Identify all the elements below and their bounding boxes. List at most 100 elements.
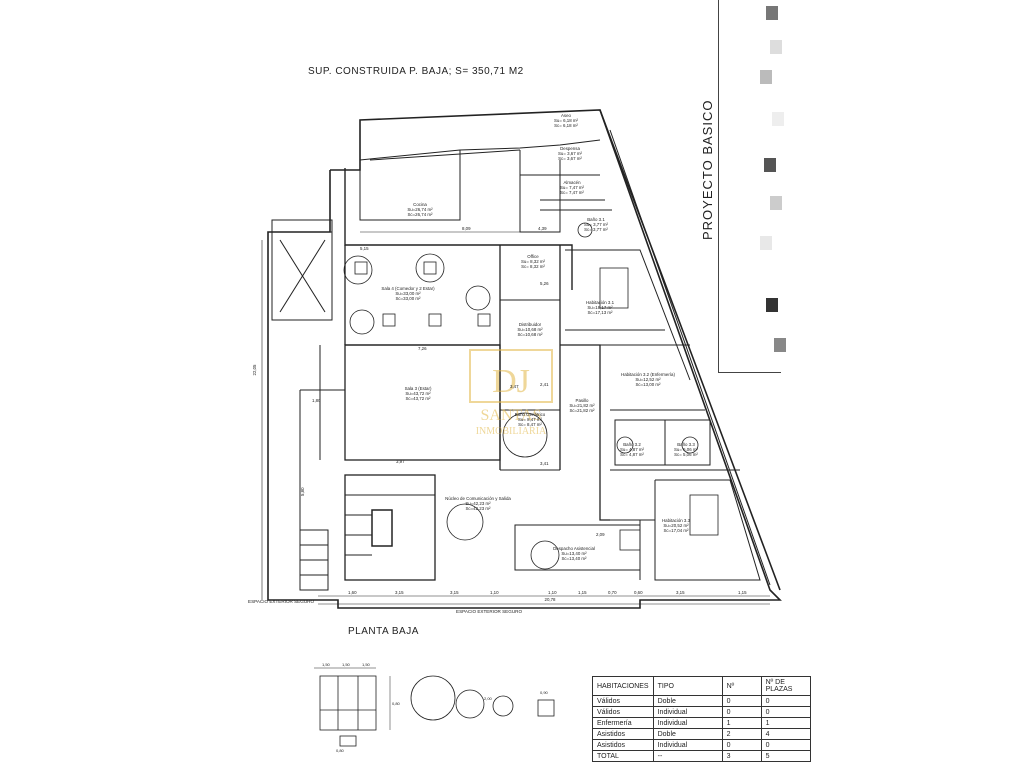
svg-text:Habitación 3.3: Habitación 3.3	[662, 518, 691, 523]
svg-text:Sc=17,13 m²: Sc=17,13 m²	[587, 310, 613, 315]
svg-text:Baño Geriátrico: Baño Geriátrico	[515, 412, 546, 417]
room-habitacion-3-2: Habitación 3.2 (Enfermería)Su=12,52 m²Sc…	[621, 372, 675, 387]
svg-text:Sc= 7,47 m²: Sc= 7,47 m²	[560, 190, 584, 195]
exterior-label-bottom: ESPACIO EXTERIOR SEGURO	[456, 609, 522, 614]
svg-text:5,26: 5,26	[540, 281, 549, 286]
svg-text:Su=20,52 m²: Su=20,52 m²	[663, 523, 689, 528]
dim-total-width: 20,78	[545, 597, 557, 602]
svg-text:1,50: 1,50	[342, 662, 351, 667]
svg-text:Su= 5,06 m²: Su= 5,06 m²	[674, 447, 699, 452]
svg-text:Su=43,72 m²: Su=43,72 m²	[405, 391, 431, 396]
legend-drawings	[314, 667, 555, 747]
svg-text:Office: Office	[527, 254, 539, 259]
svg-text:Su= 3,77 m²: Su= 3,77 m²	[584, 222, 609, 227]
svg-text:3,15: 3,15	[395, 590, 404, 595]
legend-dims: 1,50 1,50 1,50 0,80 0,80 2,00 0,90	[322, 662, 549, 753]
svg-text:1,15: 1,15	[578, 590, 587, 595]
svg-text:1,80: 1,80	[312, 398, 321, 403]
svg-text:Habitación 3.1: Habitación 3.1	[586, 300, 615, 305]
surface-title: SUP. CONSTRUIDA P. BAJA; S= 350,71 M2	[308, 66, 524, 77]
svg-text:0,70: 0,70	[608, 590, 617, 595]
svg-text:Sala 4 (Comedor y 2 Estar): Sala 4 (Comedor y 2 Estar)	[381, 286, 435, 291]
dimensions: 20,78 22,05 1,60 3,15 3,15 1,10 1,10 1,1…	[252, 226, 747, 602]
room-sala-4: Sala 4 (Comedor y 2 Estar)Su=33,00 m²Sc=…	[381, 286, 435, 301]
svg-text:3,97: 3,97	[396, 459, 405, 464]
furniture	[343, 222, 719, 570]
svg-text:2,41: 2,41	[540, 382, 549, 387]
svg-text:3,15: 3,15	[450, 590, 459, 595]
svg-text:Despensa: Despensa	[560, 146, 580, 151]
svg-text:Sc=13,40 m²: Sc=13,40 m²	[561, 556, 587, 561]
svg-text:2,09: 2,09	[596, 532, 605, 537]
svg-text:Sc= 8,47 m²: Sc= 8,47 m²	[518, 422, 542, 427]
svg-text:Sc=43,72 m²: Sc=43,72 m²	[405, 396, 431, 401]
svg-text:0,90: 0,90	[540, 690, 549, 695]
svg-text:Su= 7,47 m²: Su= 7,47 m²	[560, 185, 585, 190]
svg-text:1,50: 1,50	[362, 662, 371, 667]
svg-text:Sc=10,68 m²: Sc=10,68 m²	[517, 332, 543, 337]
svg-text:1,10: 1,10	[490, 590, 499, 595]
svg-text:Su=13,40 m²: Su=13,40 m²	[561, 551, 587, 556]
room-nucleo: Núcleo de Comunicación y SalidaSu=42,23 …	[445, 496, 511, 511]
svg-text:Su=12,52 m²: Su=12,52 m²	[635, 377, 661, 382]
svg-text:3,15: 3,15	[676, 590, 685, 595]
svg-text:4,39: 4,39	[538, 226, 547, 231]
svg-text:Sc= 6,18 m²: Sc= 6,18 m²	[554, 123, 578, 128]
svg-text:Sc=42,23 m²: Sc=42,23 m²	[465, 506, 491, 511]
svg-text:0,80: 0,80	[392, 701, 401, 706]
watermark-brand: DJ	[492, 363, 530, 400]
svg-text:Sc=21,82 m²: Sc=21,82 m²	[569, 408, 595, 413]
svg-text:Baño 3.3: Baño 3.3	[677, 442, 695, 447]
svg-text:Su=10,68 m²: Su=10,68 m²	[517, 327, 543, 332]
svg-text:0,60: 0,60	[634, 590, 643, 595]
svg-text:2,00: 2,00	[484, 696, 493, 701]
svg-text:Pasillo: Pasillo	[576, 398, 589, 403]
svg-text:5,80: 5,80	[300, 487, 305, 496]
svg-text:Cocina: Cocina	[413, 202, 427, 207]
svg-text:Sc= 4,87 m²: Sc= 4,87 m²	[620, 452, 644, 457]
svg-text:Sc=13,00 m²: Sc=13,00 m²	[635, 382, 661, 387]
svg-text:Su=26,74 m²: Su=26,74 m²	[407, 207, 433, 212]
svg-text:Su=21,82 m²: Su=21,82 m²	[569, 403, 595, 408]
svg-text:Sc= 3,67 m²: Sc= 3,67 m²	[558, 156, 582, 161]
svg-text:Su=42,23 m²: Su=42,23 m²	[465, 501, 491, 506]
svg-text:Sc= 3,77 m²: Sc= 3,77 m²	[584, 227, 608, 232]
svg-text:Su=18,17 m²: Su=18,17 m²	[587, 305, 613, 310]
svg-text:Baño 3.1: Baño 3.1	[587, 217, 605, 222]
svg-text:1,10: 1,10	[548, 590, 557, 595]
svg-text:0,80: 0,80	[336, 748, 345, 753]
table-header-row: HABITACIONES TIPO Nº Nº DE PLAZAS	[592, 676, 811, 696]
svg-text:Despacho Asistencial: Despacho Asistencial	[553, 546, 595, 551]
svg-text:Distribuidor: Distribuidor	[519, 322, 542, 327]
svg-text:Sc=26,74 m²: Sc=26,74 m²	[407, 212, 433, 217]
floor-label: PLANTA BAJA	[348, 626, 419, 637]
svg-text:1,50: 1,50	[322, 662, 331, 667]
svg-text:Sc= 8,32 m²: Sc= 8,32 m²	[521, 264, 545, 269]
svg-text:Su=33,00 m²: Su=33,00 m²	[395, 291, 421, 296]
svg-text:Su= 8,32 m²: Su= 8,32 m²	[521, 259, 546, 264]
svg-text:Sc= 5,06 m²: Sc= 5,06 m²	[674, 452, 698, 457]
dim-left-height: 22,05	[252, 364, 257, 376]
svg-text:Su= 4,87 m²: Su= 4,87 m²	[620, 447, 645, 452]
svg-text:8,09: 8,09	[462, 226, 471, 231]
svg-text:Su= 8,47 m²: Su= 8,47 m²	[518, 417, 543, 422]
